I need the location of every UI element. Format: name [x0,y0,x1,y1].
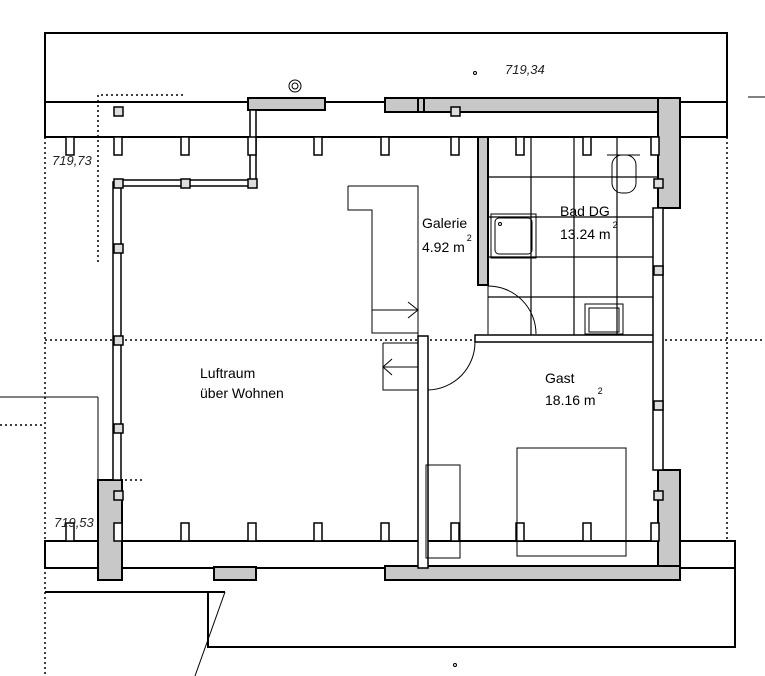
post [450,106,461,117]
posts [65,106,664,542]
sink [584,303,624,335]
room-name-bad: Bad DG [560,203,610,219]
post [65,136,75,156]
post [113,423,124,434]
post [515,522,525,542]
chimney [288,79,302,93]
post [650,136,660,156]
post [113,178,124,189]
post [180,522,190,542]
post [653,265,664,276]
post [247,522,257,542]
walls [97,97,681,581]
bathroom-tiles [488,137,658,335]
room-name-luftraum: Luftraum [200,365,255,381]
room-area-gast: 18.16 m [545,392,596,408]
room-area-bad: 13.24 m [560,226,611,242]
room-note-luftraum: über Wohnen [200,385,284,401]
post [653,178,664,189]
post [247,178,258,189]
post [113,243,124,254]
post [113,136,123,156]
doors [427,285,537,391]
post [653,400,664,411]
post [113,490,124,501]
post [113,106,124,117]
post [515,136,525,156]
post [113,335,124,346]
toilet [611,154,637,194]
post [450,136,460,156]
room-area-galerie: 4.92 m [422,239,465,255]
post [313,136,323,156]
elevation-left-bottom: 719,53 [54,515,95,530]
post [450,522,460,542]
post [380,136,390,156]
room-area-sup: 2 [598,386,603,396]
fixtures [288,71,640,667]
room-name-gast: Gast [545,370,575,386]
elevation-top: 719,34 [505,62,545,77]
elevation-left-top: 719,73 [52,153,93,168]
post [247,136,257,156]
post [313,522,323,542]
bed [516,447,627,557]
cabinet [425,464,461,559]
room-name-galerie: Galerie [422,215,467,231]
room-area-sup: 2 [467,233,472,243]
post [650,522,660,542]
post [180,178,191,189]
post [582,522,592,542]
staircase [347,185,419,391]
post [113,522,123,542]
post [582,136,592,156]
post [380,522,390,542]
room-area-sup: 2 [613,220,618,230]
shower-tray [490,213,537,259]
post [65,522,75,542]
post [180,136,190,156]
post [653,490,664,501]
